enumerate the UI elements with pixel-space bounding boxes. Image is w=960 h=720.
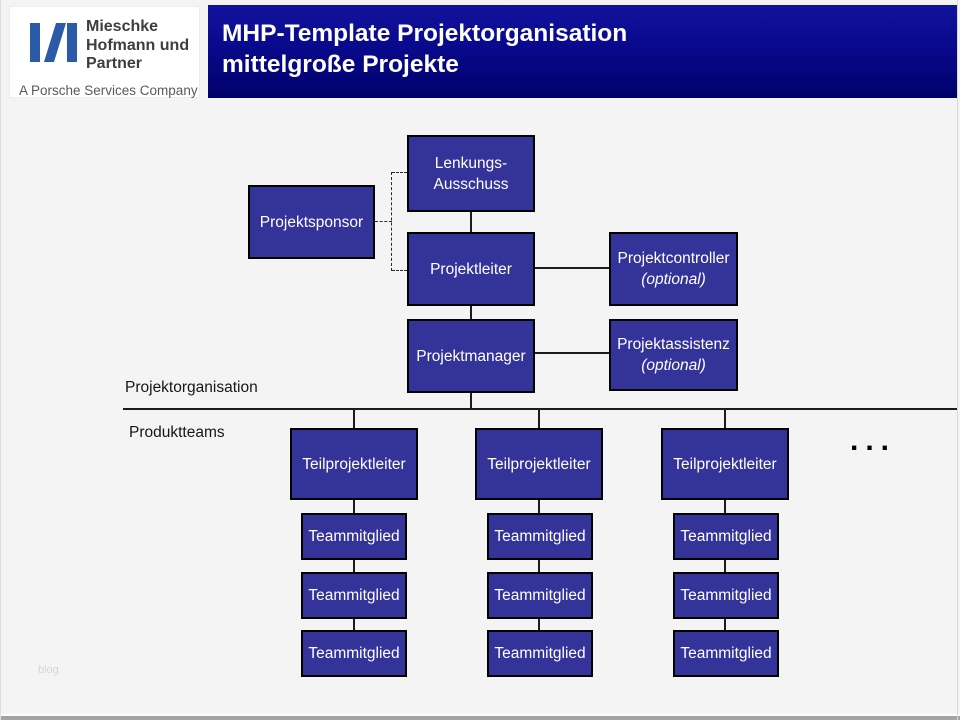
connector-col2-a (538, 499, 540, 513)
node-teammitglied-2-1: Teammitglied (487, 513, 593, 560)
node-teammitglied-3-1: Teammitglied (673, 513, 779, 560)
dashed-connector-to-lenkung (392, 172, 407, 173)
company-name-line3: Partner (86, 55, 143, 72)
connector-col3-c (724, 618, 726, 630)
node-teammitglied-1-3: Teammitglied (301, 630, 407, 677)
node-teilprojektleiter-2: Teilprojektleiter (475, 428, 603, 500)
node-teammitglied-2-2: Teammitglied (487, 572, 593, 619)
slide-title: MHP-Template Projektorganisation mittelg… (222, 18, 627, 80)
node-lenkungsausschuss-line1: Lenkungs- (434, 154, 508, 172)
node-teammitglied-2-2-label: Teammitglied (494, 587, 586, 604)
connector-projektleiter-projektmanager (470, 305, 472, 320)
connector-col1-a (353, 499, 355, 513)
connector-bus-tpl3 (724, 410, 726, 428)
dashed-connector-vertical (391, 172, 392, 271)
company-name-line1: Mieschke (86, 18, 159, 35)
bottom-gray-strip (1, 716, 960, 720)
connector-col2-b (538, 559, 540, 572)
right-edge-line (957, 0, 958, 720)
node-projektcontroller: Projektcontroller (optional) (609, 232, 738, 306)
company-name: Mieschke Hofmann und Partner (86, 18, 198, 74)
node-projektsponsor-label: Projektsponsor (259, 213, 364, 231)
node-teammitglied-1-3-label: Teammitglied (308, 645, 400, 662)
section-divider-bus (123, 408, 957, 410)
node-teilprojektleiter-3-label: Teilprojektleiter (673, 455, 777, 473)
node-projektmanager: Projektmanager (407, 319, 535, 393)
dashed-connector-to-projektleiter (392, 270, 407, 271)
node-lenkungsausschuss: Lenkungs- Ausschuss (407, 135, 535, 212)
node-projektleiter-label: Projektleiter (430, 260, 512, 278)
slide-title-line1: MHP-Template Projektorganisation (222, 20, 628, 47)
node-projektcontroller-note: (optional) (641, 271, 706, 288)
node-projektcontroller-label: Projektcontroller (617, 250, 730, 267)
node-teilprojektleiter-3: Teilprojektleiter (661, 428, 789, 500)
section-label-produktteams: Produktteams (129, 424, 225, 441)
node-teammitglied-3-2: Teammitglied (673, 572, 779, 619)
company-logo: Mieschke Hofmann und Partner A Porsche S… (9, 6, 200, 98)
section-label-projektorganisation: Projektorganisation (125, 379, 258, 396)
watermark-text: blog (38, 664, 59, 676)
node-teilprojektleiter-1-label: Teilprojektleiter (302, 455, 406, 473)
node-projektassistenz-note: (optional) (641, 357, 706, 374)
connector-bus-tpl2 (538, 410, 540, 428)
company-name-line2: Hofmann und (86, 36, 190, 54)
node-teammitglied-1-2-label: Teammitglied (308, 587, 400, 604)
company-tagline: A Porsche Services Company (19, 83, 198, 98)
node-teammitglied-2-3-label: Teammitglied (494, 645, 586, 662)
connector-bus-tpl1 (353, 410, 355, 428)
node-projektmanager-label: Projektmanager (416, 347, 526, 365)
node-teammitglied-1-1: Teammitglied (301, 513, 407, 560)
node-teilprojektleiter-2-label: Teilprojektleiter (487, 455, 591, 473)
connector-col3-a (724, 499, 726, 513)
connector-projektmanager-bus (470, 392, 472, 409)
node-teammitglied-1-2: Teammitglied (301, 572, 407, 619)
more-columns-ellipsis: ... (850, 424, 897, 457)
node-lenkungsausschuss-line2: Ausschuss (433, 175, 509, 193)
node-teammitglied-3-3-label: Teammitglied (680, 645, 772, 662)
connector-projektmanager-assistenz (534, 352, 610, 354)
connector-projektleiter-controller (534, 267, 610, 269)
node-teammitglied-3-2-label: Teammitglied (680, 587, 772, 604)
connector-col3-b (724, 559, 726, 572)
node-teammitglied-3-1-label: Teammitglied (680, 528, 772, 545)
connector-col2-c (538, 618, 540, 630)
node-teammitglied-2-3: Teammitglied (487, 630, 593, 677)
title-banner: MHP-Template Projektorganisation mittelg… (208, 5, 957, 98)
node-projektassistenz: Projektassistenz (optional) (609, 319, 738, 391)
node-projektleiter: Projektleiter (407, 232, 535, 306)
connector-lenkung-projektleiter (470, 210, 472, 233)
connector-col1-b (353, 559, 355, 572)
node-teammitglied-1-1-label: Teammitglied (308, 528, 400, 545)
bottom-highlight-line (1, 714, 960, 716)
mhp-logo-icon (30, 23, 77, 62)
node-projektsponsor: Projektsponsor (248, 185, 375, 259)
node-teammitglied-3-3: Teammitglied (673, 630, 779, 677)
node-teilprojektleiter-1: Teilprojektleiter (290, 428, 418, 500)
node-projektassistenz-label: Projektassistenz (617, 336, 730, 353)
node-teammitglied-2-1-label: Teammitglied (494, 528, 586, 545)
dashed-connector-sponsor (375, 221, 392, 222)
slide-title-line2: mittelgroße Projekte (222, 51, 459, 78)
connector-col1-c (353, 618, 355, 630)
